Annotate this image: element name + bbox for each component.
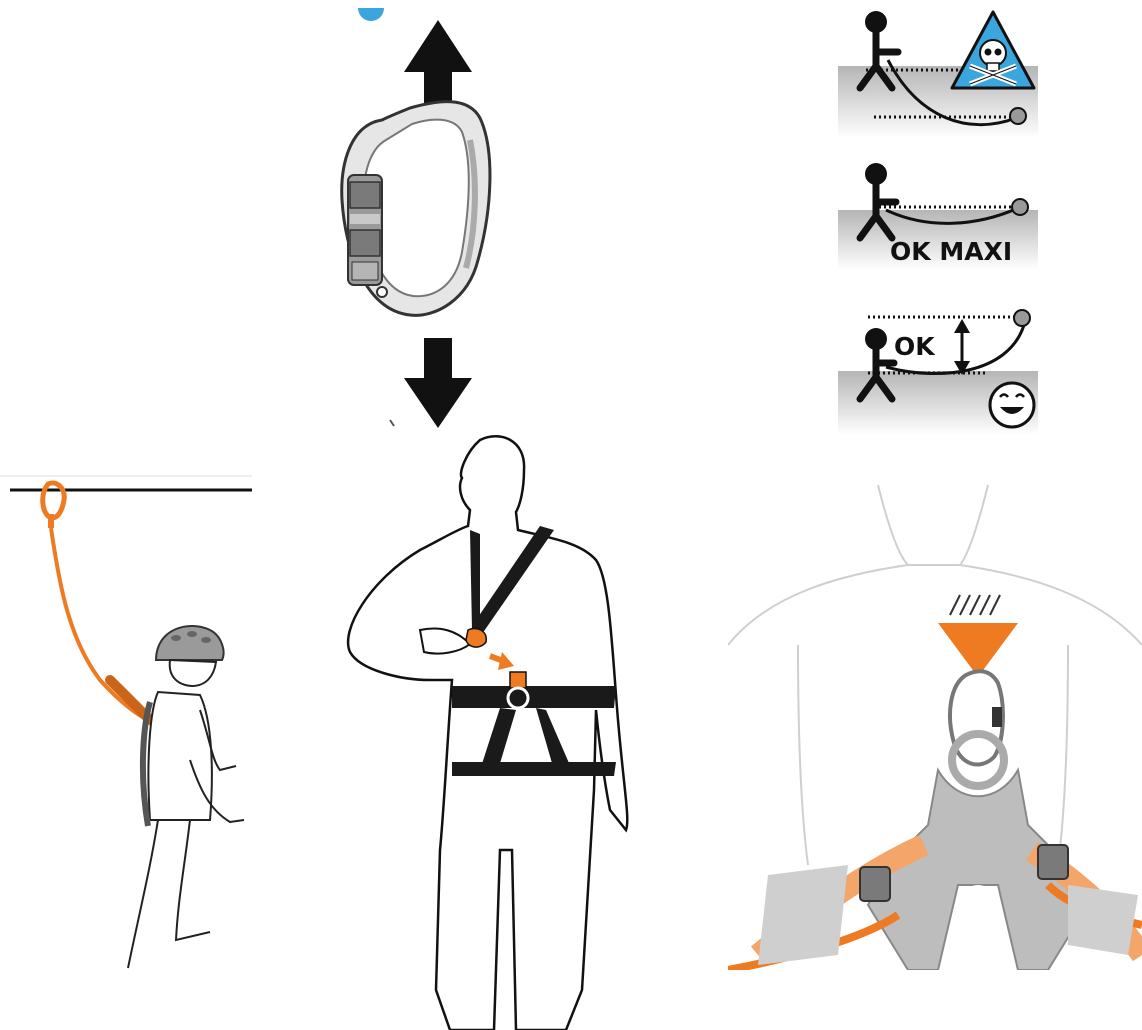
clearance-diagram-danger (838, 8, 1038, 138)
carabiner-panel (320, 0, 520, 430)
harness-closeup-panel (728, 485, 1142, 970)
ok-maxi-label: OK MAXI (890, 237, 1012, 266)
helmet-icon (156, 626, 224, 660)
double-arrow-icon (954, 319, 970, 375)
man-outline (348, 436, 627, 1030)
harness-icon (728, 734, 1142, 970)
harness-fitting-panel (340, 430, 640, 1030)
smiley-face-icon (990, 383, 1034, 427)
skull-crossbones-warning-icon (952, 12, 1034, 88)
ok-label: OK (894, 332, 936, 361)
lanyard-icon (43, 483, 150, 720)
climber-lanyard-panel (0, 470, 260, 970)
anchor-icon (938, 595, 1018, 677)
carabiner-icon (342, 102, 490, 316)
clearance-diagram-maxi: OK MAXI (838, 160, 1038, 270)
clearance-diagram-ideal: OK (838, 305, 1038, 435)
partial-badge-icon (358, 8, 384, 21)
